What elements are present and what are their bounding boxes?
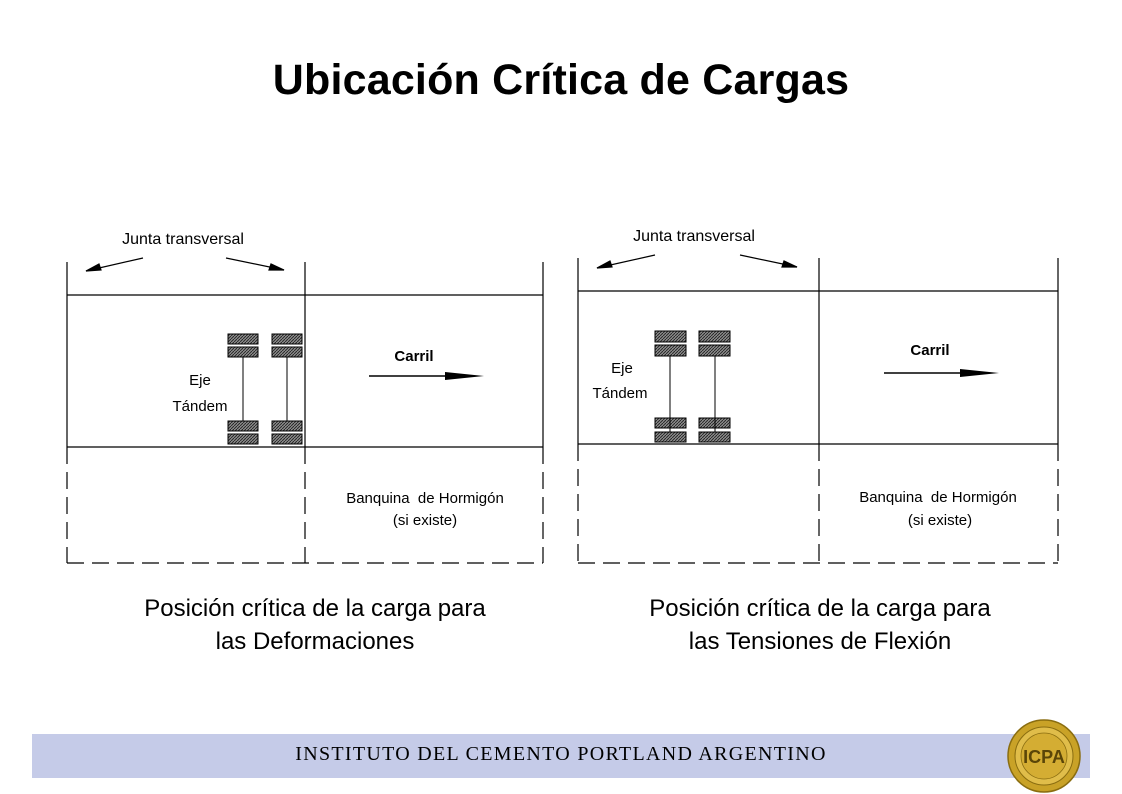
wheel xyxy=(271,420,303,432)
wheel xyxy=(654,344,687,357)
wheel xyxy=(271,346,303,358)
left-axle-label-eje: Eje xyxy=(189,372,211,389)
wheel xyxy=(698,344,731,357)
wheel xyxy=(698,431,731,443)
right-tandem-axle xyxy=(654,330,731,443)
right-joint-arrows xyxy=(596,254,798,269)
organization-name: INSTITUTO DEL CEMENTO PORTLAND ARGENTINO xyxy=(295,743,827,765)
icpa-logo: ICPA xyxy=(1007,719,1081,793)
wheel xyxy=(654,330,687,343)
left-joint-label: Junta transversal xyxy=(122,231,244,248)
left-lane-label: Carril xyxy=(394,348,433,365)
wheel xyxy=(271,433,303,445)
page-title: Ubicación Crítica de Cargas xyxy=(272,56,850,104)
left-joint-arrows xyxy=(85,257,285,272)
footer-band: INSTITUTO DEL CEMENTO PORTLAND ARGENTINO xyxy=(32,734,1090,778)
left-shoulder-label: Banquina de Hormigón xyxy=(346,490,504,507)
right-shoulder-label: Banquina de Hormigón xyxy=(859,489,1017,506)
left-caption: Posición crítica de la carga para las De… xyxy=(60,592,570,658)
right-panel: Junta transversal Eje Tándem Carril Banq… xyxy=(577,228,1059,564)
left-shoulder-dashed xyxy=(66,447,544,564)
right-caption-line-1: Posición crítica de la carga para xyxy=(649,595,991,622)
right-lane-label: Carril xyxy=(910,342,949,359)
left-panel: Junta transversal Eje Tándem Carril Banq… xyxy=(66,231,544,564)
left-axle-label-tandem: Tándem xyxy=(172,398,227,415)
wheel xyxy=(227,346,259,358)
left-tandem-axle xyxy=(227,333,303,445)
right-caption: Posición crítica de la carga para las Te… xyxy=(565,592,1075,658)
right-axle-label-tandem: Tándem xyxy=(592,385,647,402)
right-joint-label: Junta transversal xyxy=(633,228,755,245)
left-caption-line-1: Posición crítica de la carga para xyxy=(144,595,486,622)
wheel xyxy=(227,420,259,432)
left-traffic-arrow xyxy=(369,372,484,380)
left-shoulder-note: (si existe) xyxy=(393,512,457,529)
wheel xyxy=(227,433,259,445)
wheel xyxy=(227,333,259,345)
right-axle-label-eje: Eje xyxy=(611,360,633,377)
wheel xyxy=(654,431,687,443)
logo-text: ICPA xyxy=(1023,747,1065,767)
left-caption-line-2: las Deformaciones xyxy=(215,628,415,655)
right-traffic-arrow xyxy=(884,369,999,377)
right-shoulder-note: (si existe) xyxy=(908,512,972,529)
right-shoulder-dashed xyxy=(577,444,1059,564)
wheel xyxy=(698,330,731,343)
right-caption-line-2: las Tensiones de Flexión xyxy=(688,628,952,655)
wheel xyxy=(271,333,303,345)
